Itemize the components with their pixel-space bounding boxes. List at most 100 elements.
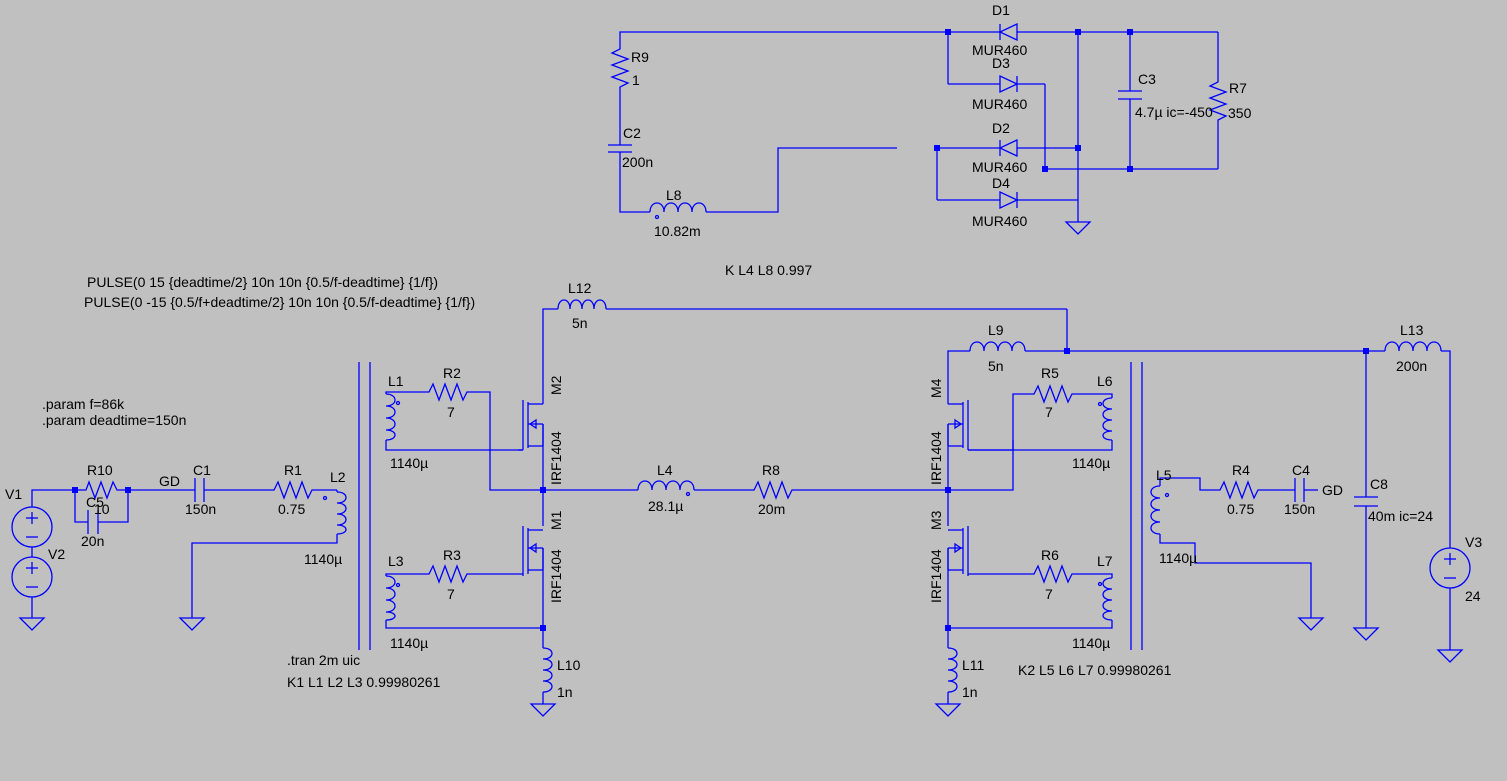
component-labels: D1 MUR460 D3 MUR460 D2 MUR460 D4 MUR460 … bbox=[5, 2, 1482, 700]
inductor-l11 bbox=[947, 647, 958, 704]
label-l10-value: 1n bbox=[557, 684, 573, 700]
label-l2: L2 bbox=[330, 469, 346, 485]
label-m1-value: IRF1404 bbox=[548, 549, 564, 603]
label-d2: D2 bbox=[992, 120, 1010, 136]
label-c4: C4 bbox=[1292, 462, 1310, 478]
label-r10: R10 bbox=[87, 462, 113, 478]
label-l13-value: 200n bbox=[1396, 358, 1427, 374]
label-c2-value: 200n bbox=[622, 154, 653, 170]
transformer-core-k1 bbox=[358, 362, 371, 650]
mosfet-m3 bbox=[947, 526, 969, 576]
label-r9-value: 1 bbox=[632, 72, 640, 88]
directive-k1: K1 L1 L2 L3 0.99980261 bbox=[287, 674, 441, 690]
label-c8-value: 40m ic=24 bbox=[1368, 508, 1433, 524]
label-l11-value: 1n bbox=[962, 684, 978, 700]
spice-directives: PULSE(0 15 {deadtime/2} 10n 10n {0.5/f-d… bbox=[42, 262, 1172, 690]
directive-tran: .tran 2m uic bbox=[287, 652, 360, 668]
inductor-l12 bbox=[557, 299, 607, 310]
label-m3: M3 bbox=[928, 510, 944, 530]
label-l4-value: 28.1µ bbox=[648, 498, 683, 514]
capacitor-c8 bbox=[1354, 496, 1378, 507]
label-r8: R8 bbox=[762, 462, 780, 478]
resistor-r10 bbox=[83, 480, 120, 500]
label-l5-value: 1140µ bbox=[1159, 550, 1197, 566]
label-r4: R4 bbox=[1232, 462, 1250, 478]
mosfet-m1 bbox=[522, 526, 544, 576]
label-r2: R2 bbox=[443, 365, 461, 381]
transformer-core-k2 bbox=[1130, 362, 1143, 650]
label-l4: L4 bbox=[657, 462, 673, 478]
label-v2: V2 bbox=[48, 546, 65, 562]
label-r6: R6 bbox=[1041, 547, 1059, 563]
resistor-r1 bbox=[270, 480, 318, 500]
inductor-l9 bbox=[969, 341, 1026, 352]
label-l7-value: 1140µ bbox=[1072, 635, 1110, 651]
diode-d2 bbox=[998, 138, 1018, 158]
label-l12-value: 5n bbox=[572, 315, 588, 331]
label-v3-value: 24 bbox=[1465, 588, 1481, 604]
inductor-l2 bbox=[322, 491, 347, 535]
label-r6-value: 7 bbox=[1045, 586, 1053, 602]
label-c8: C8 bbox=[1370, 476, 1388, 492]
label-m3-value: IRF1404 bbox=[928, 549, 944, 603]
label-l8-value: 10.82m bbox=[654, 223, 701, 239]
label-m1: M1 bbox=[548, 510, 564, 530]
inductor-l13 bbox=[1384, 341, 1442, 352]
capacitor-c2 bbox=[608, 128, 632, 165]
resistor-r6 bbox=[1030, 564, 1078, 584]
label-c5: C5 bbox=[86, 494, 104, 510]
voltage-source-v3 bbox=[1429, 547, 1471, 650]
label-r1: R1 bbox=[284, 462, 302, 478]
label-r2-value: 7 bbox=[447, 404, 455, 420]
label-r5: R5 bbox=[1041, 365, 1059, 381]
label-c1: C1 bbox=[193, 462, 211, 478]
label-c1-value: 150n bbox=[185, 501, 216, 517]
resistor-r8 bbox=[750, 480, 798, 500]
label-d3-value: MUR460 bbox=[972, 96, 1027, 112]
label-l5: L5 bbox=[1156, 467, 1172, 483]
label-gd-right: GD bbox=[1322, 482, 1343, 498]
diode-d3 bbox=[999, 74, 1019, 94]
voltage-source-v1 bbox=[11, 506, 53, 548]
inductor-l5 bbox=[1150, 485, 1170, 535]
label-l6: L6 bbox=[1097, 373, 1113, 389]
mosfet-m2 bbox=[518, 400, 544, 451]
label-l12: L12 bbox=[568, 280, 592, 296]
label-gd-left: GD bbox=[159, 473, 180, 489]
wires bbox=[31, 31, 1451, 648]
label-r5-value: 7 bbox=[1045, 404, 1053, 420]
resistor-r7 bbox=[1208, 79, 1228, 125]
label-r9: R9 bbox=[631, 49, 649, 65]
resistor-r4 bbox=[1216, 480, 1264, 500]
diode-d4 bbox=[999, 190, 1019, 210]
label-r3: R3 bbox=[443, 547, 461, 563]
inductor-l10 bbox=[542, 647, 553, 704]
inductor-l6 bbox=[1097, 397, 1113, 441]
inductor-l4 bbox=[637, 480, 695, 497]
label-d4-value: MUR460 bbox=[972, 213, 1027, 229]
label-r7-value: 350 bbox=[1228, 105, 1252, 121]
label-r4-value: 0.75 bbox=[1227, 501, 1254, 517]
label-c2: C2 bbox=[623, 125, 641, 141]
label-m4: M4 bbox=[928, 378, 944, 398]
label-l13: L13 bbox=[1400, 322, 1424, 338]
directive-param-deadtime: .param deadtime=150n bbox=[42, 412, 186, 428]
label-r3-value: 7 bbox=[447, 586, 455, 602]
resistor-r2 bbox=[425, 382, 474, 402]
label-m2: M2 bbox=[548, 375, 564, 395]
label-l3-value: 1140µ bbox=[390, 635, 428, 651]
resistor-r3 bbox=[425, 564, 474, 584]
inductor-l3 bbox=[385, 575, 401, 621]
label-l9-value: 5n bbox=[988, 358, 1004, 374]
diode-d1 bbox=[897, 22, 1018, 42]
capacitor-c5 bbox=[87, 510, 99, 534]
label-l1: L1 bbox=[388, 373, 404, 389]
ground-symbols bbox=[18, 221, 1464, 717]
label-v3: V3 bbox=[1465, 534, 1482, 550]
directive-k2: K2 L5 L6 L7 0.99980261 bbox=[1018, 662, 1172, 678]
inductor-l8 bbox=[649, 202, 707, 220]
label-d1: D1 bbox=[992, 2, 1010, 18]
label-l2-value: 1140µ bbox=[304, 551, 342, 567]
label-d4: D4 bbox=[992, 175, 1010, 191]
